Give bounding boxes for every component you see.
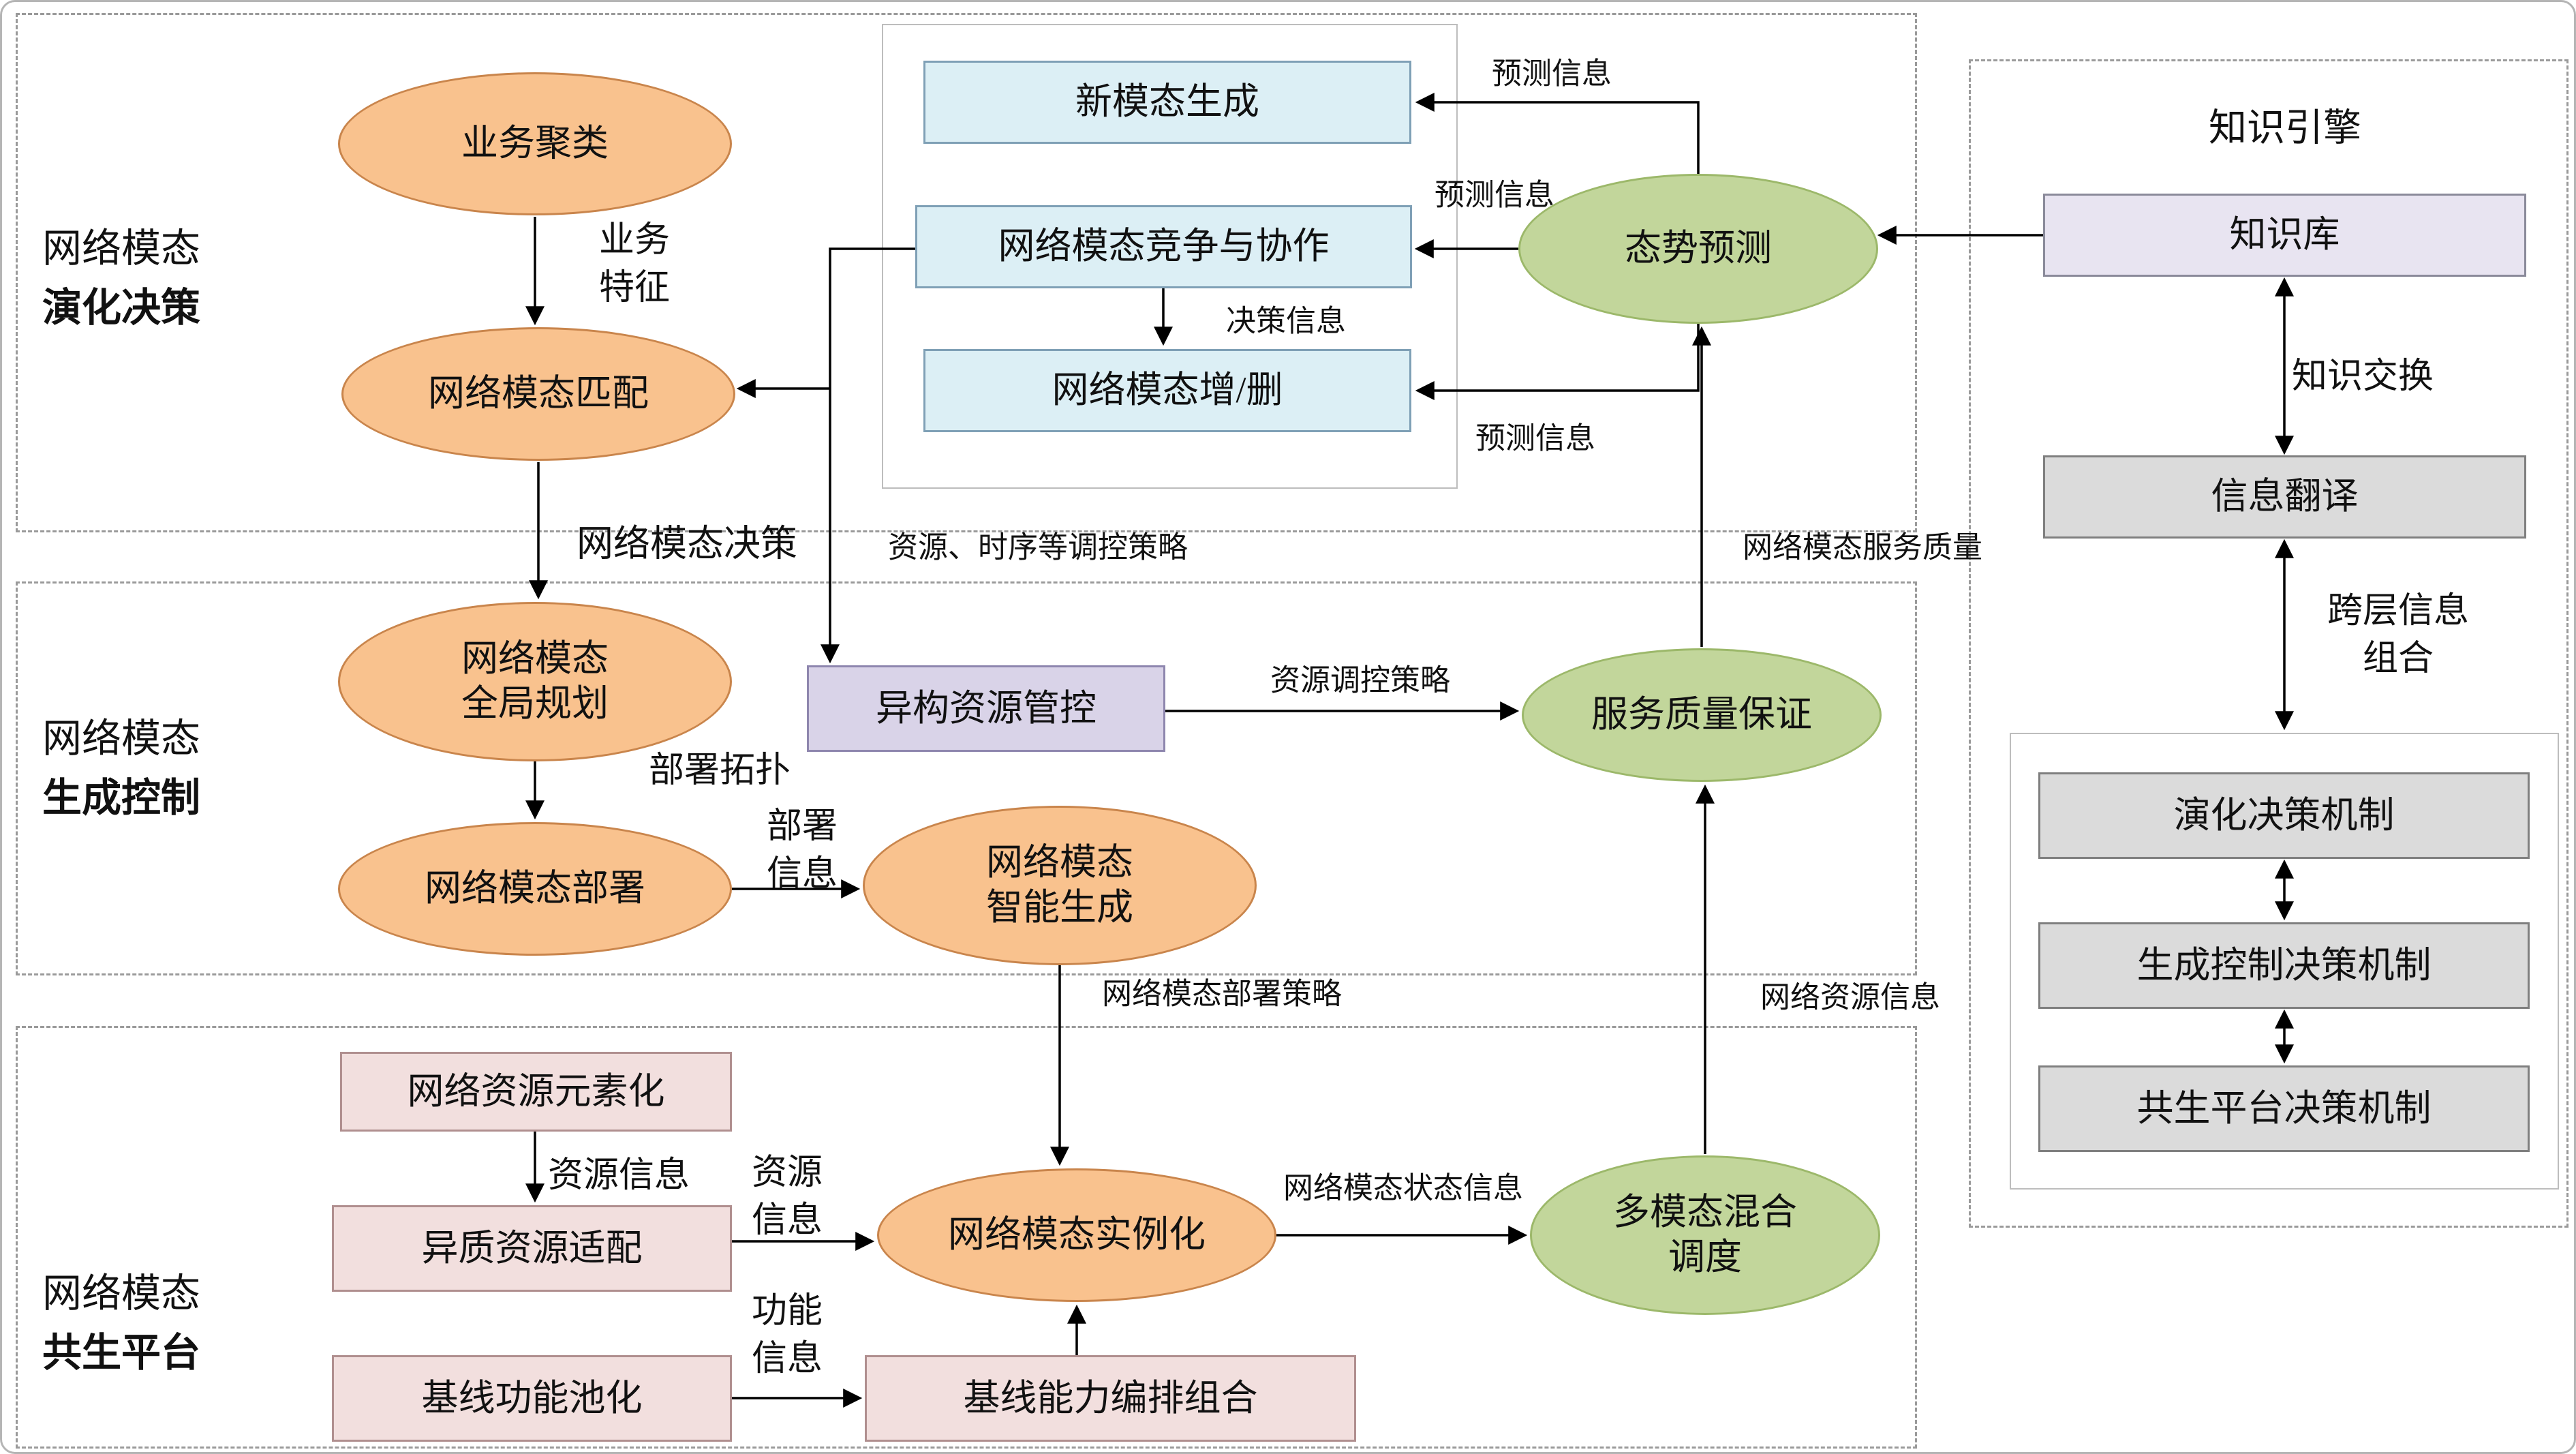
region-evolution-decision [16, 13, 1917, 532]
edge-label-network-resource-info: 网络资源信息 [1760, 980, 1940, 1014]
node-heterogeneous-resource-control: 异构资源管控 [807, 665, 1165, 752]
node-modality-add-delete: 网络模态增/删 [923, 349, 1411, 432]
group-decision-mechanisms [2010, 733, 2559, 1190]
node-new-modality-generation: 新模态生成 [923, 61, 1411, 144]
node-modality-instantiation: 网络模态实例化 [877, 1168, 1276, 1302]
region-label-line: 共生平台 [42, 1331, 201, 1375]
region-label-line: 演化决策 [42, 286, 201, 330]
node-global-planning: 网络模态 全局规划 [338, 602, 732, 761]
edge-label-knowledge-exchange: 知识交换 [2291, 357, 2434, 396]
node-business-clustering: 业务聚类 [338, 72, 732, 215]
region-label-line: 网络模态 [42, 226, 201, 271]
node-modality-deployment: 网络模态部署 [338, 822, 732, 956]
edge-label-modality-service-quality: 网络模态服务质量 [1743, 530, 1982, 564]
node-resource-adaptation: 异质资源适配 [332, 1205, 732, 1292]
edge-label-resource-timing-strategy: 资源、时序等调控策略 [888, 530, 1188, 564]
edge-label-cross-layer-combination: 跨层信息组合 [2327, 591, 2469, 678]
node-symbiosis-platform-mechanism: 共生平台决策机制 [2038, 1065, 2530, 1152]
edge-label-resource-control-strategy: 资源调控策略 [1270, 663, 1450, 697]
region-label-line: 网络模态 [42, 1271, 201, 1316]
edge-label-decision-info: 决策信息 [1226, 304, 1346, 338]
region-label-symbiosis: 网络模态 共生平台 [42, 1264, 200, 1382]
edge-label-business-features: 业务 特征 [598, 220, 671, 307]
region-symbiosis-platform [16, 1026, 1917, 1449]
node-info-translation: 信息翻译 [2043, 455, 2526, 539]
node-qos-assurance: 服务质量保证 [1522, 648, 1882, 782]
knowledge-engine-title: 知识引擎 [2209, 107, 2361, 150]
region-label-line: 网络模态 [42, 716, 201, 761]
edge-label-resource-info: 资源信息 [547, 1155, 690, 1195]
node-competition-collaboration: 网络模态竞争与协作 [915, 205, 1412, 288]
region-label-line: 生成控制 [42, 776, 201, 820]
node-multimodal-scheduling: 多模态混合 调度 [1530, 1155, 1880, 1315]
edge-label-deployment-topology: 部署拓扑 [648, 751, 791, 790]
region-generation-control [16, 581, 1917, 975]
region-label-evolution: 网络模态 演化决策 [42, 219, 200, 337]
edge-label-prediction-info-3: 预测信息 [1475, 421, 1595, 455]
edge-label-modality-decision: 网络模态决策 [577, 523, 797, 564]
edge-label-prediction-info-1: 预测信息 [1492, 57, 1612, 91]
edge-label-resource-info-2: 资源 信息 [751, 1153, 823, 1240]
node-modality-matching: 网络模态匹配 [341, 327, 735, 461]
node-capability-orchestration: 基线能力编排组合 [865, 1355, 1356, 1442]
node-resource-elementization: 网络资源元素化 [340, 1052, 732, 1132]
edge-label-modality-state-info: 网络模态状态信息 [1283, 1171, 1523, 1205]
node-function-pooling: 基线功能池化 [332, 1355, 732, 1442]
node-intelligent-generation: 网络模态 智能生成 [863, 806, 1257, 965]
node-knowledge-base: 知识库 [2043, 194, 2526, 277]
edge-label-prediction-info-2: 预测信息 [1435, 178, 1554, 212]
edge-label-deployment-info: 部署 信息 [766, 806, 838, 894]
edge-label-function-info: 功能 信息 [751, 1291, 823, 1378]
edge-label-modality-deployment-strategy: 网络模态部署策略 [1102, 977, 1342, 1011]
region-label-generation: 网络模态 生成控制 [42, 709, 200, 828]
node-situation-prediction: 态势预测 [1518, 174, 1878, 324]
node-evolution-mechanism: 演化决策机制 [2038, 772, 2530, 859]
region-knowledge-engine [1969, 59, 2569, 1228]
node-generation-control-mechanism: 生成控制决策机制 [2038, 922, 2530, 1009]
